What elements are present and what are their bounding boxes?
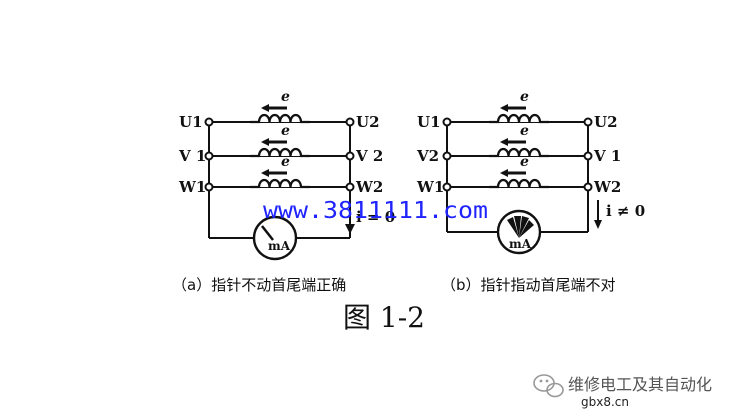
terminal-dot	[204, 151, 214, 161]
terminal-dot	[345, 151, 355, 161]
site-watermark: gbx8.cn	[581, 395, 629, 409]
meter-label: mA	[509, 237, 532, 251]
diagram-b: e e e U1 V2 W1 U2 V 1 W2 i ≠ 0 mA （b）指针指…	[416, 89, 645, 294]
terminal-label: V2	[416, 147, 439, 165]
coil-v-b	[487, 136, 551, 158]
terminal-label: W2	[355, 178, 383, 196]
terminal-label: V 2	[355, 147, 383, 165]
terminal-dot	[442, 117, 452, 127]
coil-v-a	[248, 136, 312, 158]
terminal-label: U2	[356, 113, 380, 131]
emf-label: e	[520, 154, 529, 170]
terminal-dot	[345, 182, 355, 192]
terminal-label: U1	[179, 113, 203, 131]
terminal-label: W2	[593, 178, 621, 196]
coil-w-b	[487, 167, 551, 189]
terminal-dot	[442, 182, 452, 192]
terminal-label: U1	[417, 113, 441, 131]
terminal-dot	[442, 151, 452, 161]
emf-label: e	[520, 89, 529, 105]
terminal-dot	[583, 151, 593, 161]
terminal-label: V 1	[178, 147, 206, 165]
brand-name: 维修电工及其自动化	[568, 375, 712, 394]
emf-label: e	[281, 89, 290, 105]
milliammeter-icon	[252, 215, 298, 261]
coil-u-b	[487, 102, 551, 124]
current-label: i ≠ 0	[606, 202, 645, 220]
milliammeter-deflecting-icon	[496, 209, 542, 255]
diagram-a: e e e U1 V 1 W1 U2 V 2 W2 i = 0 mA （a）指针…	[172, 89, 395, 294]
terminal-label: W1	[178, 178, 206, 196]
current-label: i = 0	[356, 208, 395, 226]
watermark-text: www.3811111.com	[263, 198, 488, 224]
current-arrow-icon	[594, 200, 602, 229]
emf-label: e	[281, 123, 290, 139]
terminal-dot	[345, 117, 355, 127]
terminal-label: V 1	[593, 147, 621, 165]
terminal-label: U2	[594, 113, 618, 131]
wechat-logo-icon	[533, 374, 564, 398]
terminal-dot	[204, 117, 214, 127]
coil-u-a	[248, 102, 312, 124]
current-arrow-icon	[345, 198, 355, 234]
coil-w-a	[248, 167, 312, 189]
terminal-dot	[583, 182, 593, 192]
emf-label: e	[520, 123, 529, 139]
terminal-dot	[204, 182, 214, 192]
caption-b: （b）指针指动首尾端不对	[441, 276, 616, 294]
meter-label: mA	[268, 239, 291, 253]
emf-label: e	[281, 154, 290, 170]
caption-a: （a）指针不动首尾端正确	[172, 276, 346, 294]
terminal-dot	[583, 117, 593, 127]
terminal-label: W1	[416, 178, 444, 196]
figure-title: 图 1-2	[343, 301, 425, 334]
